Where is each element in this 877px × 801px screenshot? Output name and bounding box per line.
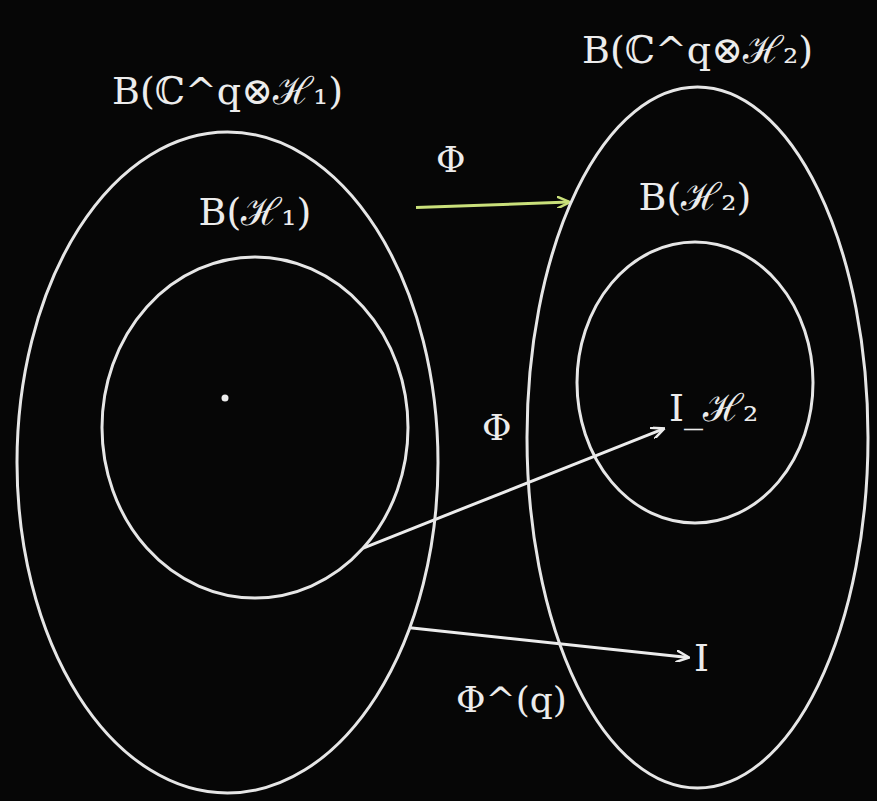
chalk-dot [222, 395, 229, 402]
identity-label: I_ℋ₂ [669, 387, 758, 431]
oval-outline [575, 240, 815, 525]
oval-line [17, 132, 438, 793]
space-label: B(ℋ₁) [100, 191, 410, 235]
mapping-arrow [410, 628, 688, 658]
oval-line [577, 242, 813, 523]
operator-space-oval: B(ℂ^q⊗ℋ₁)B(ℋ₁) [15, 130, 440, 795]
identity-label: I [694, 637, 709, 681]
map-label: Φ^(q) [452, 680, 571, 720]
space-label: B(ℂ^q⊗ℋ₁) [15, 70, 440, 114]
identity-point: I [690, 635, 713, 683]
operator-space-oval: B(ℂ^q⊗ℋ₂)B(ℋ₂)I_ℋ₂I [525, 85, 870, 790]
operator-space-oval: B(ℋ₁) [100, 255, 410, 600]
oval-outline [100, 255, 410, 600]
space-label: B(ℋ₂) [575, 176, 815, 220]
identity-point: I_ℋ₂ [665, 385, 762, 433]
oval-line [102, 257, 408, 598]
map-label: Φ [432, 140, 470, 180]
oval-line [527, 87, 868, 788]
operator-space-oval: B(ℋ₂)I_ℋ₂ [575, 240, 815, 525]
mapping-arrow [416, 202, 569, 207]
space-label: B(ℂ^q⊗ℋ₂) [525, 29, 870, 73]
map-label: Φ [478, 408, 516, 448]
